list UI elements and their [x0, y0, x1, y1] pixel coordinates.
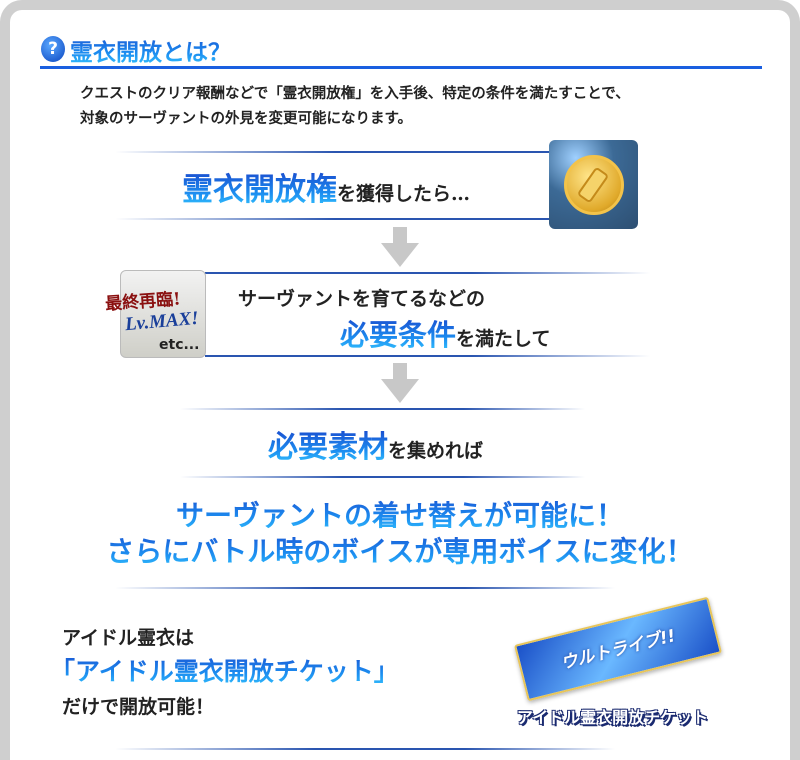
- step2-line-2: 必要条件を満たして: [340, 312, 550, 354]
- intro-line-1: クエストのクリア報酬などで「霊衣開放権」を入手後、特定の条件を満たすことで、: [80, 85, 630, 102]
- step3-rest: を集めれば: [388, 440, 484, 462]
- divider: [115, 748, 615, 750]
- result-line-1: サーヴァントの着せ替えが可能に！: [0, 494, 800, 534]
- step1-highlight: 霊衣開放権: [182, 172, 337, 208]
- step3-text: 必要素材を集めれば: [268, 422, 483, 466]
- divider: [180, 476, 585, 478]
- step2-line-1: サーヴァントを育てるなどの: [238, 288, 486, 310]
- idol-line-1: アイドル霊衣は: [62, 627, 195, 649]
- step1-text: 霊衣開放権を獲得したら…: [182, 164, 470, 209]
- down-arrow-icon: [381, 227, 419, 267]
- ticket-label: アイドル霊衣開放チケット: [516, 708, 709, 727]
- divider: [205, 272, 650, 274]
- question-circle-icon: ?: [41, 36, 65, 62]
- idol-ticket-name: 「アイドル霊衣開放チケット」: [50, 652, 399, 688]
- step2-highlight: 必要条件: [340, 318, 457, 352]
- intro-line-2: 対象のサーヴァントの外見を変更可能になります。: [80, 110, 413, 127]
- idol-line-3: だけで開放可能！: [62, 696, 215, 718]
- down-arrow-icon: [381, 363, 419, 403]
- divider: [115, 218, 555, 220]
- coin-medal-icon: [549, 140, 638, 229]
- divider: [205, 355, 650, 357]
- badge-etc: etc...: [159, 337, 200, 353]
- step3-highlight: 必要素材: [268, 430, 388, 465]
- divider: [115, 587, 615, 589]
- divider: [180, 408, 585, 410]
- page-title: 霊衣開放とは？: [70, 33, 231, 67]
- divider: [115, 151, 555, 153]
- step2-rest: を満たして: [456, 328, 551, 350]
- heading-underline: [40, 66, 762, 69]
- step1-rest: を獲得したら…: [337, 183, 471, 205]
- requirement-badge: 最終再臨! Lv.MAX! etc...: [105, 270, 206, 358]
- result-line-2: さらにバトル時のボイスが専用ボイスに変化！: [0, 530, 800, 570]
